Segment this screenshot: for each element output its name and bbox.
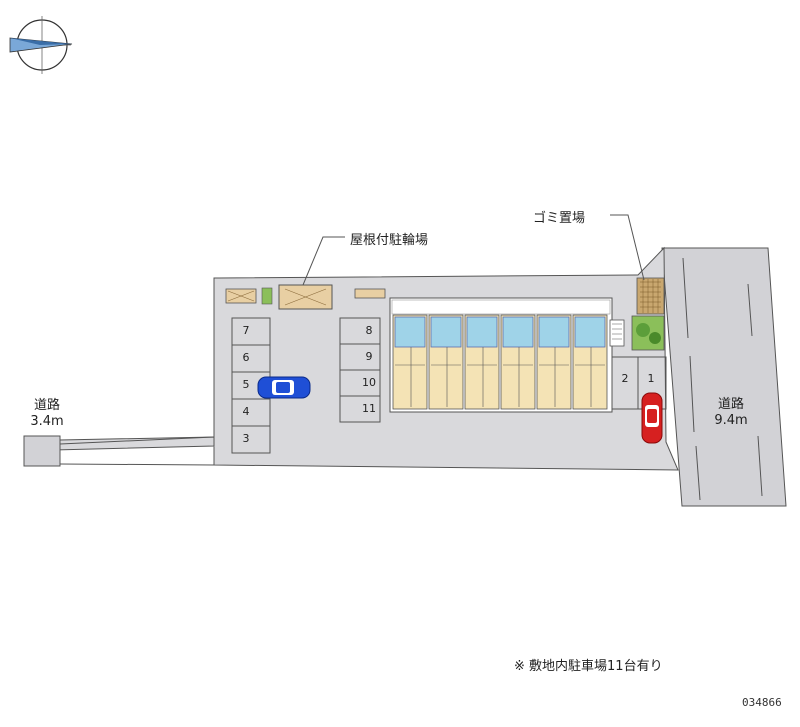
apartment-unit: [464, 314, 500, 410]
parking-space-number: 9: [365, 350, 373, 363]
road-right-width: 9.4m: [714, 413, 748, 428]
car-red: [641, 392, 663, 444]
parking-space-number: 3: [242, 432, 250, 445]
parking-spaces-middle: [339, 317, 381, 423]
bike-shelter: [225, 284, 386, 310]
callout-lines: [302, 214, 645, 286]
parking-space-number: 8: [365, 324, 373, 337]
parking-space-number: 11: [362, 402, 376, 415]
road-left-width: 3.4m: [30, 414, 64, 429]
road-left-name: 道路: [33, 398, 60, 413]
car-blue: [257, 376, 311, 399]
apartment-unit: [428, 314, 464, 410]
property-code: 034866: [742, 696, 782, 709]
parking-space-number: 1: [647, 372, 655, 385]
garbage-area-label: ゴミ置場: [533, 211, 586, 226]
apartment-unit: [536, 314, 572, 410]
main-road: [661, 247, 787, 507]
compass: [9, 16, 73, 74]
road-left-label: 道路 3.4m: [22, 398, 72, 430]
garbage-area: [636, 277, 665, 315]
apartment-unit: [500, 314, 536, 410]
building-units: [392, 314, 608, 410]
landscaping: [609, 315, 665, 351]
road-right-label: 道路 9.4m: [706, 397, 756, 429]
apartment-unit: [572, 314, 608, 410]
parking-space-number: 7: [242, 324, 250, 337]
parking-space-number: 6: [242, 351, 250, 364]
parking-space-number: 5: [242, 378, 250, 391]
parking-space-number: 2: [621, 372, 629, 385]
parking-space-number: 4: [242, 405, 250, 418]
parking-spaces-right: [611, 356, 667, 410]
parking-space-number: 10: [362, 376, 376, 389]
parking-note: ※ 敷地内駐車場11台有り: [514, 659, 663, 674]
road-right-name: 道路: [717, 397, 744, 412]
bike-shelter-label: 屋根付駐輪場: [350, 233, 429, 248]
apartment-unit: [392, 314, 428, 410]
